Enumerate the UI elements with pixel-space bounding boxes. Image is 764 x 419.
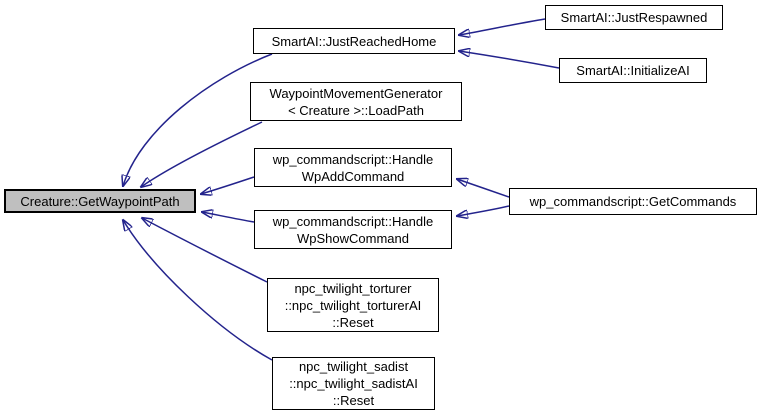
node-npc-twilight-torturer-reset[interactable]: npc_twilight_torturer ::npc_twilight_tor… <box>267 278 439 332</box>
edge-justrespawned-to-justreachedhome <box>459 18 546 35</box>
edge-wpaddcommand-to-getwaypointpath <box>201 176 255 194</box>
node-creature-getwaypointpath: Creature::GetWaypointPath <box>4 189 196 213</box>
node-smartai-initializeai[interactable]: SmartAI::InitializeAI <box>559 58 707 83</box>
node-smartai-justreachedhome[interactable]: SmartAI::JustReachedHome <box>253 28 455 54</box>
edge-loadpath-to-getwaypointpath <box>141 121 263 187</box>
node-npc-twilight-sadist-reset[interactable]: npc_twilight_sadist ::npc_twilight_sadis… <box>272 357 435 410</box>
node-waypointmovementgenerator-loadpath[interactable]: WaypointMovementGenerator < Creature >::… <box>250 82 462 121</box>
node-wpcommandscript-getcommands[interactable]: wp_commandscript::GetCommands <box>509 188 757 215</box>
node-wpcommandscript-handlewpshowcommand[interactable]: wp_commandscript::Handle WpShowCommand <box>254 210 452 249</box>
edge-justreachedhome-to-getwaypointpath <box>123 53 273 186</box>
node-smartai-justrespawned[interactable]: SmartAI::JustRespawned <box>545 5 723 30</box>
edge-initializeai-to-justreachedhome <box>459 51 560 69</box>
edge-getcommands-to-wpaddcommand <box>457 179 510 198</box>
edge-wpshowcommand-to-getwaypointpath <box>202 212 255 223</box>
node-wpcommandscript-handlewpaddcommand[interactable]: wp_commandscript::Handle WpAddCommand <box>254 148 452 187</box>
edge-getcommands-to-wpshowcommand <box>457 205 510 216</box>
edge-torturerreset-to-getwaypointpath <box>142 218 268 283</box>
edge-sadistreset-to-getwaypointpath <box>123 220 273 361</box>
